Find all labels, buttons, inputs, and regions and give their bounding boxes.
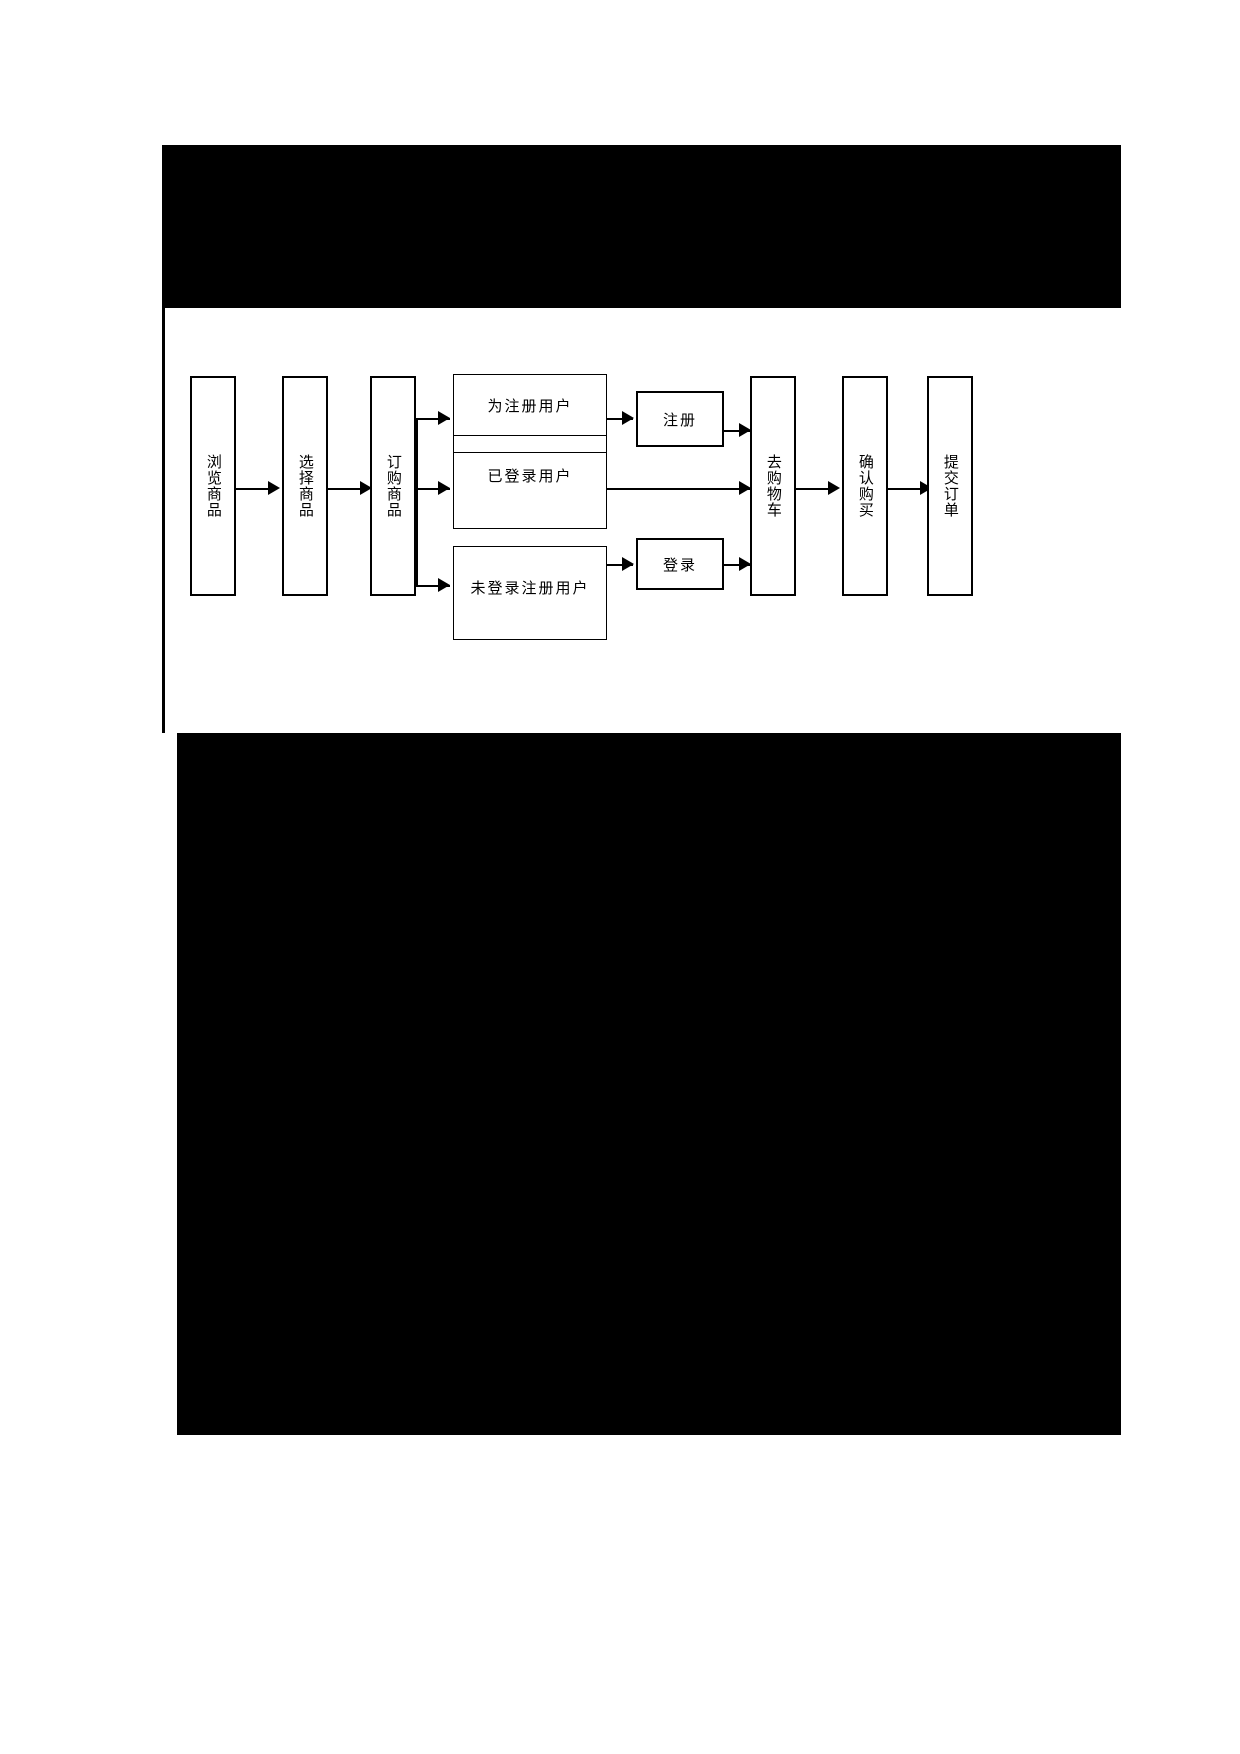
node-login-label: 登录	[662, 555, 697, 574]
edge-order-to-not-logged-in-line	[416, 585, 450, 587]
edge-order-to-logged-in-arrow	[438, 481, 450, 495]
node-select-products[interactable]: 选择商品	[282, 376, 328, 596]
purchase-flow-diagram: 浏览商品 选择商品 订购商品 为注册用户	[0, 308, 1240, 733]
node-not-logged-in-registered-user[interactable]: 未登录注册用户	[453, 546, 607, 640]
node-browse-products-label: 浏览商品	[204, 454, 223, 518]
edge-browse-to-select-arrow	[268, 481, 280, 495]
edge-login-to-cart-arrow	[739, 557, 751, 571]
top-redacted-block	[162, 145, 1121, 308]
node-confirm-purchase[interactable]: 确认购买	[842, 376, 888, 596]
edge-not-logged-in-to-login-line	[607, 564, 633, 566]
edge-unregistered-to-register-line	[607, 418, 633, 420]
bottom-redacted-block	[177, 733, 1121, 1435]
edge-logged-in-to-cart-arrow	[739, 481, 751, 495]
node-unregistered-user-label: 为注册用户	[487, 396, 573, 415]
edge-login-to-cart-line	[724, 564, 751, 566]
edge-cart-to-confirm-line	[796, 488, 832, 490]
node-go-to-cart[interactable]: 去购物车	[750, 376, 796, 596]
edge-cart-to-confirm-arrow	[828, 481, 840, 495]
edge-browse-to-select-line	[236, 488, 272, 490]
edge-select-to-order-arrow	[360, 481, 372, 495]
edge-order-fanout-spine	[416, 418, 418, 586]
edge-not-logged-in-to-login-arrow	[622, 557, 634, 571]
node-register[interactable]: 注册	[636, 391, 724, 447]
node-logged-in-user[interactable]: 已登录用户	[453, 452, 607, 529]
node-browse-products[interactable]: 浏览商品	[190, 376, 236, 596]
edge-select-to-order-line	[328, 488, 364, 490]
node-select-products-label: 选择商品	[296, 454, 315, 518]
node-submit-order[interactable]: 提交订单	[927, 376, 973, 596]
user-state-stack: 为注册用户 已登录用户	[453, 374, 607, 529]
node-login[interactable]: 登录	[636, 538, 724, 590]
edge-order-to-unregistered-line	[416, 418, 450, 420]
node-order-products[interactable]: 订购商品	[370, 376, 416, 596]
node-not-logged-in-registered-user-label: 未登录注册用户	[470, 579, 590, 597]
edge-logged-in-to-cart-line	[607, 488, 751, 490]
diagram-left-rule	[162, 308, 165, 733]
edge-register-to-cart-arrow	[739, 423, 751, 437]
edge-confirm-to-submit-line	[888, 488, 924, 490]
node-go-to-cart-label: 去购物车	[764, 454, 783, 518]
node-unregistered-user[interactable]: 为注册用户	[453, 374, 607, 436]
edge-order-to-logged-in-line	[416, 488, 450, 490]
edge-register-to-cart-line	[724, 430, 751, 432]
node-logged-in-user-label: 已登录用户	[487, 467, 573, 485]
edge-unregistered-to-register-arrow	[622, 411, 634, 425]
user-state-stack-spacer	[453, 435, 607, 453]
node-order-products-label: 订购商品	[384, 454, 403, 518]
node-submit-order-label: 提交订单	[941, 454, 960, 518]
node-register-label: 注册	[662, 410, 697, 429]
edge-order-to-unregistered-arrow	[438, 411, 450, 425]
node-confirm-purchase-label: 确认购买	[856, 454, 875, 518]
edge-order-to-not-logged-in-arrow	[438, 578, 450, 592]
